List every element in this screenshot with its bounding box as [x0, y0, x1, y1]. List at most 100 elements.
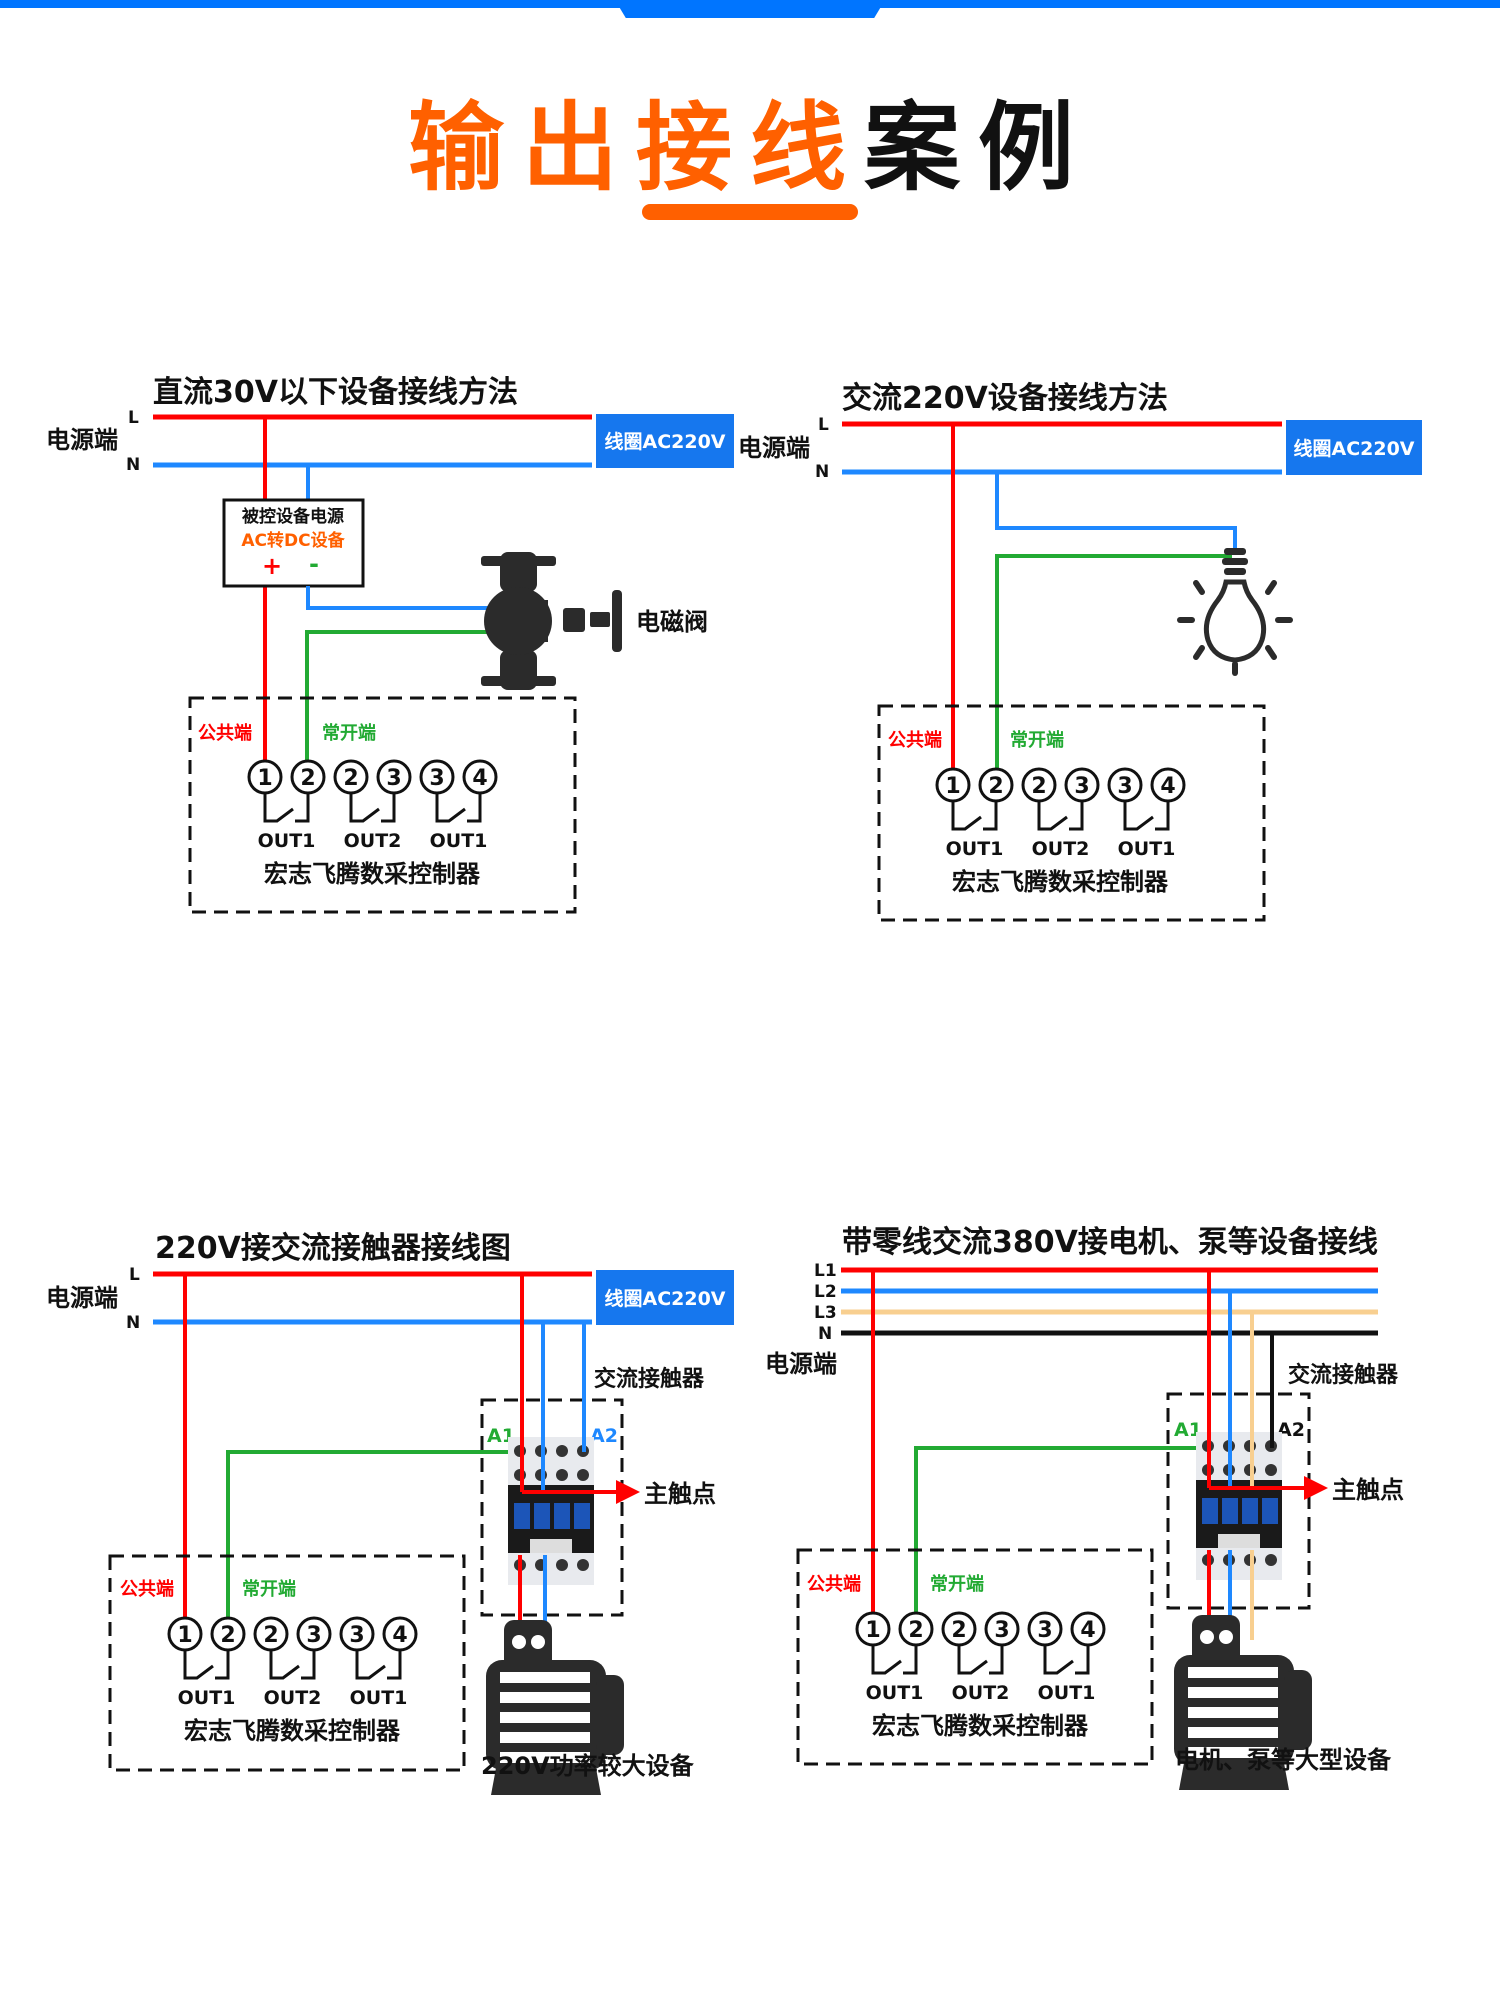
power-label: 电源端	[46, 426, 118, 454]
power-label: 电源端	[46, 1284, 118, 1312]
diagram-title: 带零线交流380V接电机、泵等设备接线	[842, 1225, 1378, 1260]
device-label: 电磁阀	[636, 608, 708, 636]
output-label: OUT1	[350, 1687, 408, 1709]
relay-contact	[295, 793, 310, 823]
relay-contact	[301, 1650, 316, 1680]
coil-badge	[596, 1270, 734, 1325]
controller-box	[877, 704, 1266, 922]
a2-label: A2	[1277, 1419, 1305, 1441]
relay-switch-icon	[1123, 801, 1154, 831]
motor-endcap	[596, 1675, 624, 1755]
relay-switch-icon	[1043, 1645, 1074, 1675]
controller-name: 宏志飞腾数采控制器	[872, 1712, 1089, 1740]
motor-endcap	[1284, 1670, 1312, 1750]
diagram-title: 220V接交流接触器接线图	[155, 1231, 511, 1266]
relay-contact	[215, 1650, 230, 1680]
line-label-l: L	[128, 408, 139, 428]
a2-label: A2	[590, 1425, 618, 1447]
relay-switch-icon	[951, 801, 982, 831]
title-black: 案例	[864, 92, 1092, 204]
motor-base	[491, 1768, 601, 1795]
title-orange: 输出接线	[408, 92, 864, 204]
relay-switch-icon	[435, 793, 466, 823]
controller-box	[188, 696, 577, 914]
terminal-number: 1	[865, 1618, 880, 1643]
contactor-blue-block	[1262, 1498, 1278, 1524]
wire-psu-valve	[306, 586, 495, 610]
line-label-l: L	[129, 1265, 140, 1285]
terminal-number: 3	[994, 1618, 1009, 1643]
output-label: OUT1	[178, 1687, 236, 1709]
terminal-number: 2	[988, 774, 1003, 799]
terminal-number: 3	[429, 766, 444, 791]
contactor-blue-block	[574, 1503, 590, 1529]
contactor-box	[1166, 1392, 1311, 1610]
diagram-380v-motor: 带零线交流380V接电机、泵等设备接线 L1 L2 L3 N 电源端 交流接触器…	[765, 1225, 1404, 1790]
coil-badge	[1286, 420, 1422, 475]
output-label: OUT2	[952, 1682, 1010, 1704]
common-terminal-label: 公共端	[888, 730, 942, 751]
line-label-l3: L3	[814, 1303, 837, 1323]
relay-contact	[989, 1645, 1004, 1675]
wire-no-a1	[914, 1446, 1198, 1627]
no-terminal-label: 常开端	[242, 1578, 296, 1600]
contactor-screw	[577, 1469, 589, 1481]
motor-terminal	[1219, 1630, 1233, 1644]
motor-base	[1179, 1763, 1289, 1790]
relay-switch-icon	[269, 1650, 300, 1680]
terminal-number: 4	[472, 766, 487, 791]
diagram-title: 交流220V设备接线方法	[842, 381, 1168, 416]
output-label: OUT1	[1118, 838, 1176, 860]
common-terminal-label: 公共端	[198, 723, 252, 744]
relay-contact	[387, 1650, 402, 1680]
terminal-number: 1	[257, 766, 272, 791]
psu-minus: -	[309, 550, 319, 578]
output-label: OUT1	[1038, 1682, 1096, 1704]
relay-switch-icon	[349, 793, 380, 823]
psu-sub: AC转DC设备	[241, 530, 345, 551]
common-terminal-label: 公共端	[807, 1574, 861, 1595]
terminal-number: 4	[1160, 774, 1175, 799]
wire-n-bulb	[995, 472, 1237, 548]
terminal-number: 2	[951, 1618, 966, 1643]
terminal-number: 3	[306, 1623, 321, 1648]
coil-badge-label: 线圈AC220V	[1293, 437, 1414, 460]
terminal-number: 4	[1080, 1618, 1095, 1643]
line-label-n: N	[126, 1313, 140, 1333]
terminal-number: 3	[386, 766, 401, 791]
terminal-number: 3	[1037, 1618, 1052, 1643]
output-label: OUT2	[1032, 838, 1090, 860]
motor-fin	[500, 1732, 590, 1743]
terminal-number: 2	[300, 766, 315, 791]
contactor-label: 交流接触器	[1288, 1362, 1399, 1388]
motor-fin	[500, 1712, 590, 1723]
wire-no-valve	[305, 630, 495, 775]
contactor-blue-block	[554, 1503, 570, 1529]
controller-box	[796, 1548, 1154, 1766]
contactor-blue-block	[534, 1503, 550, 1529]
contactor-blue-block	[1242, 1498, 1258, 1524]
terminal-number: 3	[1074, 774, 1089, 799]
no-terminal-label: 常开端	[322, 722, 376, 744]
terminal-number: 2	[220, 1623, 235, 1648]
motor-terminal-box	[1192, 1615, 1240, 1665]
motor-terminal	[1200, 1630, 1214, 1644]
contactor-screw	[577, 1559, 589, 1571]
contactor-label: 交流接触器	[594, 1366, 705, 1392]
relay-contact	[381, 793, 396, 823]
contactor-screw	[1265, 1554, 1277, 1566]
contactor-screw	[556, 1469, 568, 1481]
main-contact-label: 主触点	[644, 1480, 716, 1508]
output-label: OUT1	[946, 838, 1004, 860]
terminal-number: 2	[1031, 774, 1046, 799]
relay-contact	[903, 1645, 918, 1675]
relay-contact	[1069, 801, 1084, 831]
output-label: OUT1	[430, 830, 488, 852]
output-label: OUT1	[866, 1682, 924, 1704]
controller-name: 宏志飞腾数采控制器	[952, 868, 1169, 896]
motor-terminal	[512, 1635, 526, 1649]
terminal-number: 3	[349, 1623, 364, 1648]
diagram-ac220v: 交流220V设备接线方法 电源端 L N 线圈AC220V	[738, 381, 1422, 922]
motor-fin	[1188, 1667, 1278, 1678]
